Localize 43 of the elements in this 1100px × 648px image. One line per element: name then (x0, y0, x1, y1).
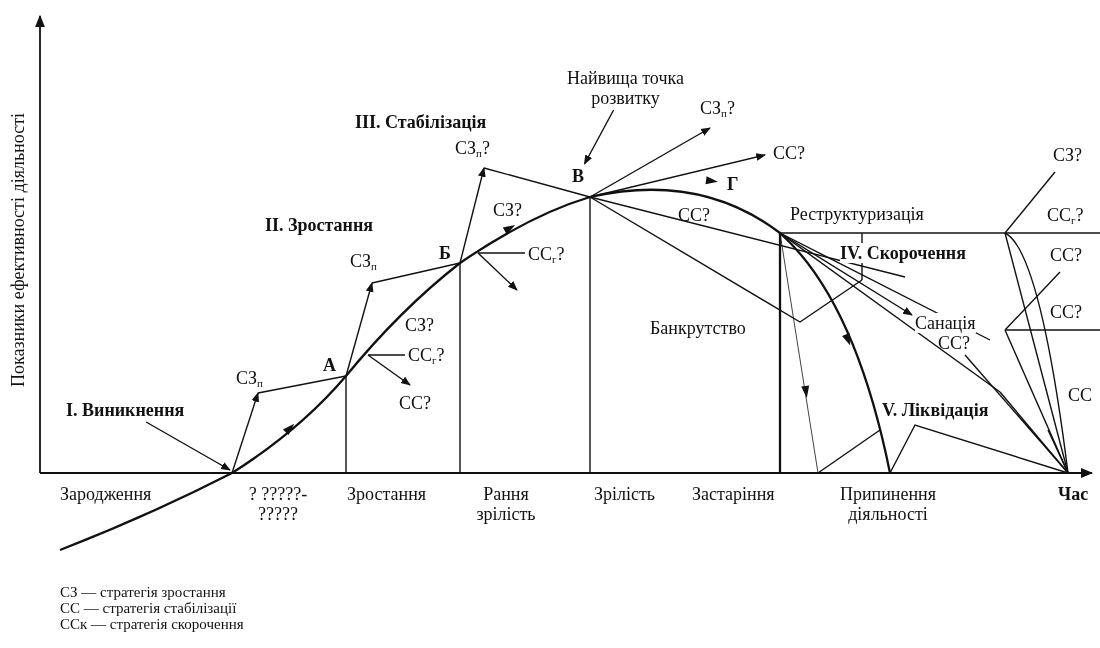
stage-label: IV. Скорочення (840, 243, 966, 263)
strategy-label: СС? (938, 333, 970, 353)
strategy-label: СЗ? (1053, 145, 1082, 165)
axis-label: Час (1058, 484, 1089, 504)
strategy-label: СЗ$_{п}$? (700, 98, 735, 121)
leader-line (583, 109, 615, 165)
strategy-label: СС? (1050, 302, 1082, 322)
phase-label: Застаріння (692, 484, 775, 504)
phase-label: Припинення діяльності (838, 484, 938, 524)
stage-label: Банкрутство (650, 318, 746, 338)
strategy-label: СЗ$_{п}$ (236, 368, 263, 391)
point-label: А (323, 355, 336, 375)
strategy-label: СС? (399, 393, 431, 413)
strategy-label: СС? (1050, 245, 1082, 265)
point-label: Б (439, 243, 451, 263)
strategy-label: СС? (773, 143, 805, 163)
strategy-label: СЗ$_{п}$? (455, 138, 490, 161)
phase-label: ? ?????- ????? (247, 484, 309, 524)
stage-label: I. Виникнення (66, 400, 185, 420)
stage-label: V. Ліквідація (882, 400, 989, 420)
strategy-label: СС$_{г}$? (408, 345, 445, 368)
phase-label: Зростання (347, 484, 427, 504)
legend-text: СС — стратегія стабілізації (60, 600, 237, 616)
phase-label: Зародження (60, 484, 152, 504)
stage-label: III. Стабілізація (355, 112, 487, 132)
strategy-label: СС$_{г}$? (528, 244, 565, 267)
strategy-label: СЗ? (405, 315, 434, 335)
strategy-label: СЗ? (493, 200, 522, 220)
phase-label: Зрілість (594, 484, 656, 504)
stage-label: Санація (915, 313, 976, 333)
strategy-label: СС$_{г}$? (1047, 205, 1084, 228)
legend-text: СЗ — стратегія зростання (60, 584, 226, 600)
strategy-label: СС (1068, 385, 1092, 405)
stage-label: II. Зростання (265, 215, 374, 235)
stage-label: Реструктуризація (790, 204, 924, 224)
axis-label: Показники ефективності діяльності (8, 111, 28, 390)
phase-label: Рання зрілість (475, 484, 537, 524)
point-label: В (572, 166, 584, 186)
strategy-label: СЗ$_{п}$ (350, 251, 377, 274)
legend-text: ССк — стратегія скорочення (60, 616, 244, 632)
leader-line (145, 421, 231, 471)
strategy-label: СС? (678, 205, 710, 225)
point-label: Г (727, 174, 739, 194)
